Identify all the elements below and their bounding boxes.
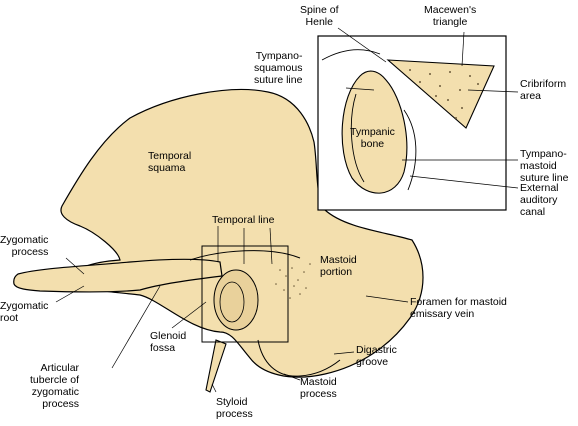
temporal-line-curve [189, 250, 301, 261]
zygomatic-process-shape [13, 258, 223, 293]
label-tympanosquamous-suture: Tympano- squamous suture line [254, 50, 303, 86]
label-glenoid-fossa: Glenoid fossa [150, 330, 187, 354]
mastoid-process-shape [257, 339, 341, 377]
label-styloid-process: Styloid process [216, 396, 253, 420]
canal-curve [350, 93, 365, 183]
leader-lines [55, 27, 519, 393]
inset-region-marker [201, 245, 289, 343]
label-temporal-squama: Temporal squama [148, 150, 192, 174]
squama-curve [321, 49, 381, 61]
label-external-auditory-canal: External auditory canal [520, 182, 559, 218]
ear-canal-inner [219, 281, 245, 323]
label-mastoid-portion: Mastoid portion [320, 254, 357, 278]
label-mastoid-process: Mastoid process [300, 376, 337, 400]
label-zygomatic-process: Zygomatic process [0, 234, 49, 258]
label-spine-of-henle: Spine of Henle [300, 4, 339, 28]
suture-curve [403, 109, 417, 191]
mastoid-stipple [275, 263, 311, 299]
ear-canal-outline [213, 269, 259, 331]
label-digastric-groove: Digastric groove [356, 344, 397, 368]
styloid-process-shape [205, 339, 227, 393]
label-foramen-mastoid-emissary: Foramen for mastoid emissary vein [410, 296, 507, 320]
tympanic-bone-shape [341, 70, 408, 194]
cribriform-stipple [409, 69, 479, 119]
label-tympanomastoid-suture: Tympano- mastoid suture line [520, 148, 569, 184]
macewens-triangle-shape [386, 59, 495, 129]
label-articular-tubercle: Articular tubercle of zygomatic process [30, 362, 80, 410]
label-tympanic-bone: Tympanic bone [350, 126, 395, 150]
label-zygomatic-root: Zygomatic root [0, 300, 49, 324]
label-temporal-line: Temporal line [212, 214, 275, 226]
label-macewens-triangle: Macewen's triangle [424, 4, 477, 28]
label-cribriform-area: Cribriform area [520, 78, 567, 102]
